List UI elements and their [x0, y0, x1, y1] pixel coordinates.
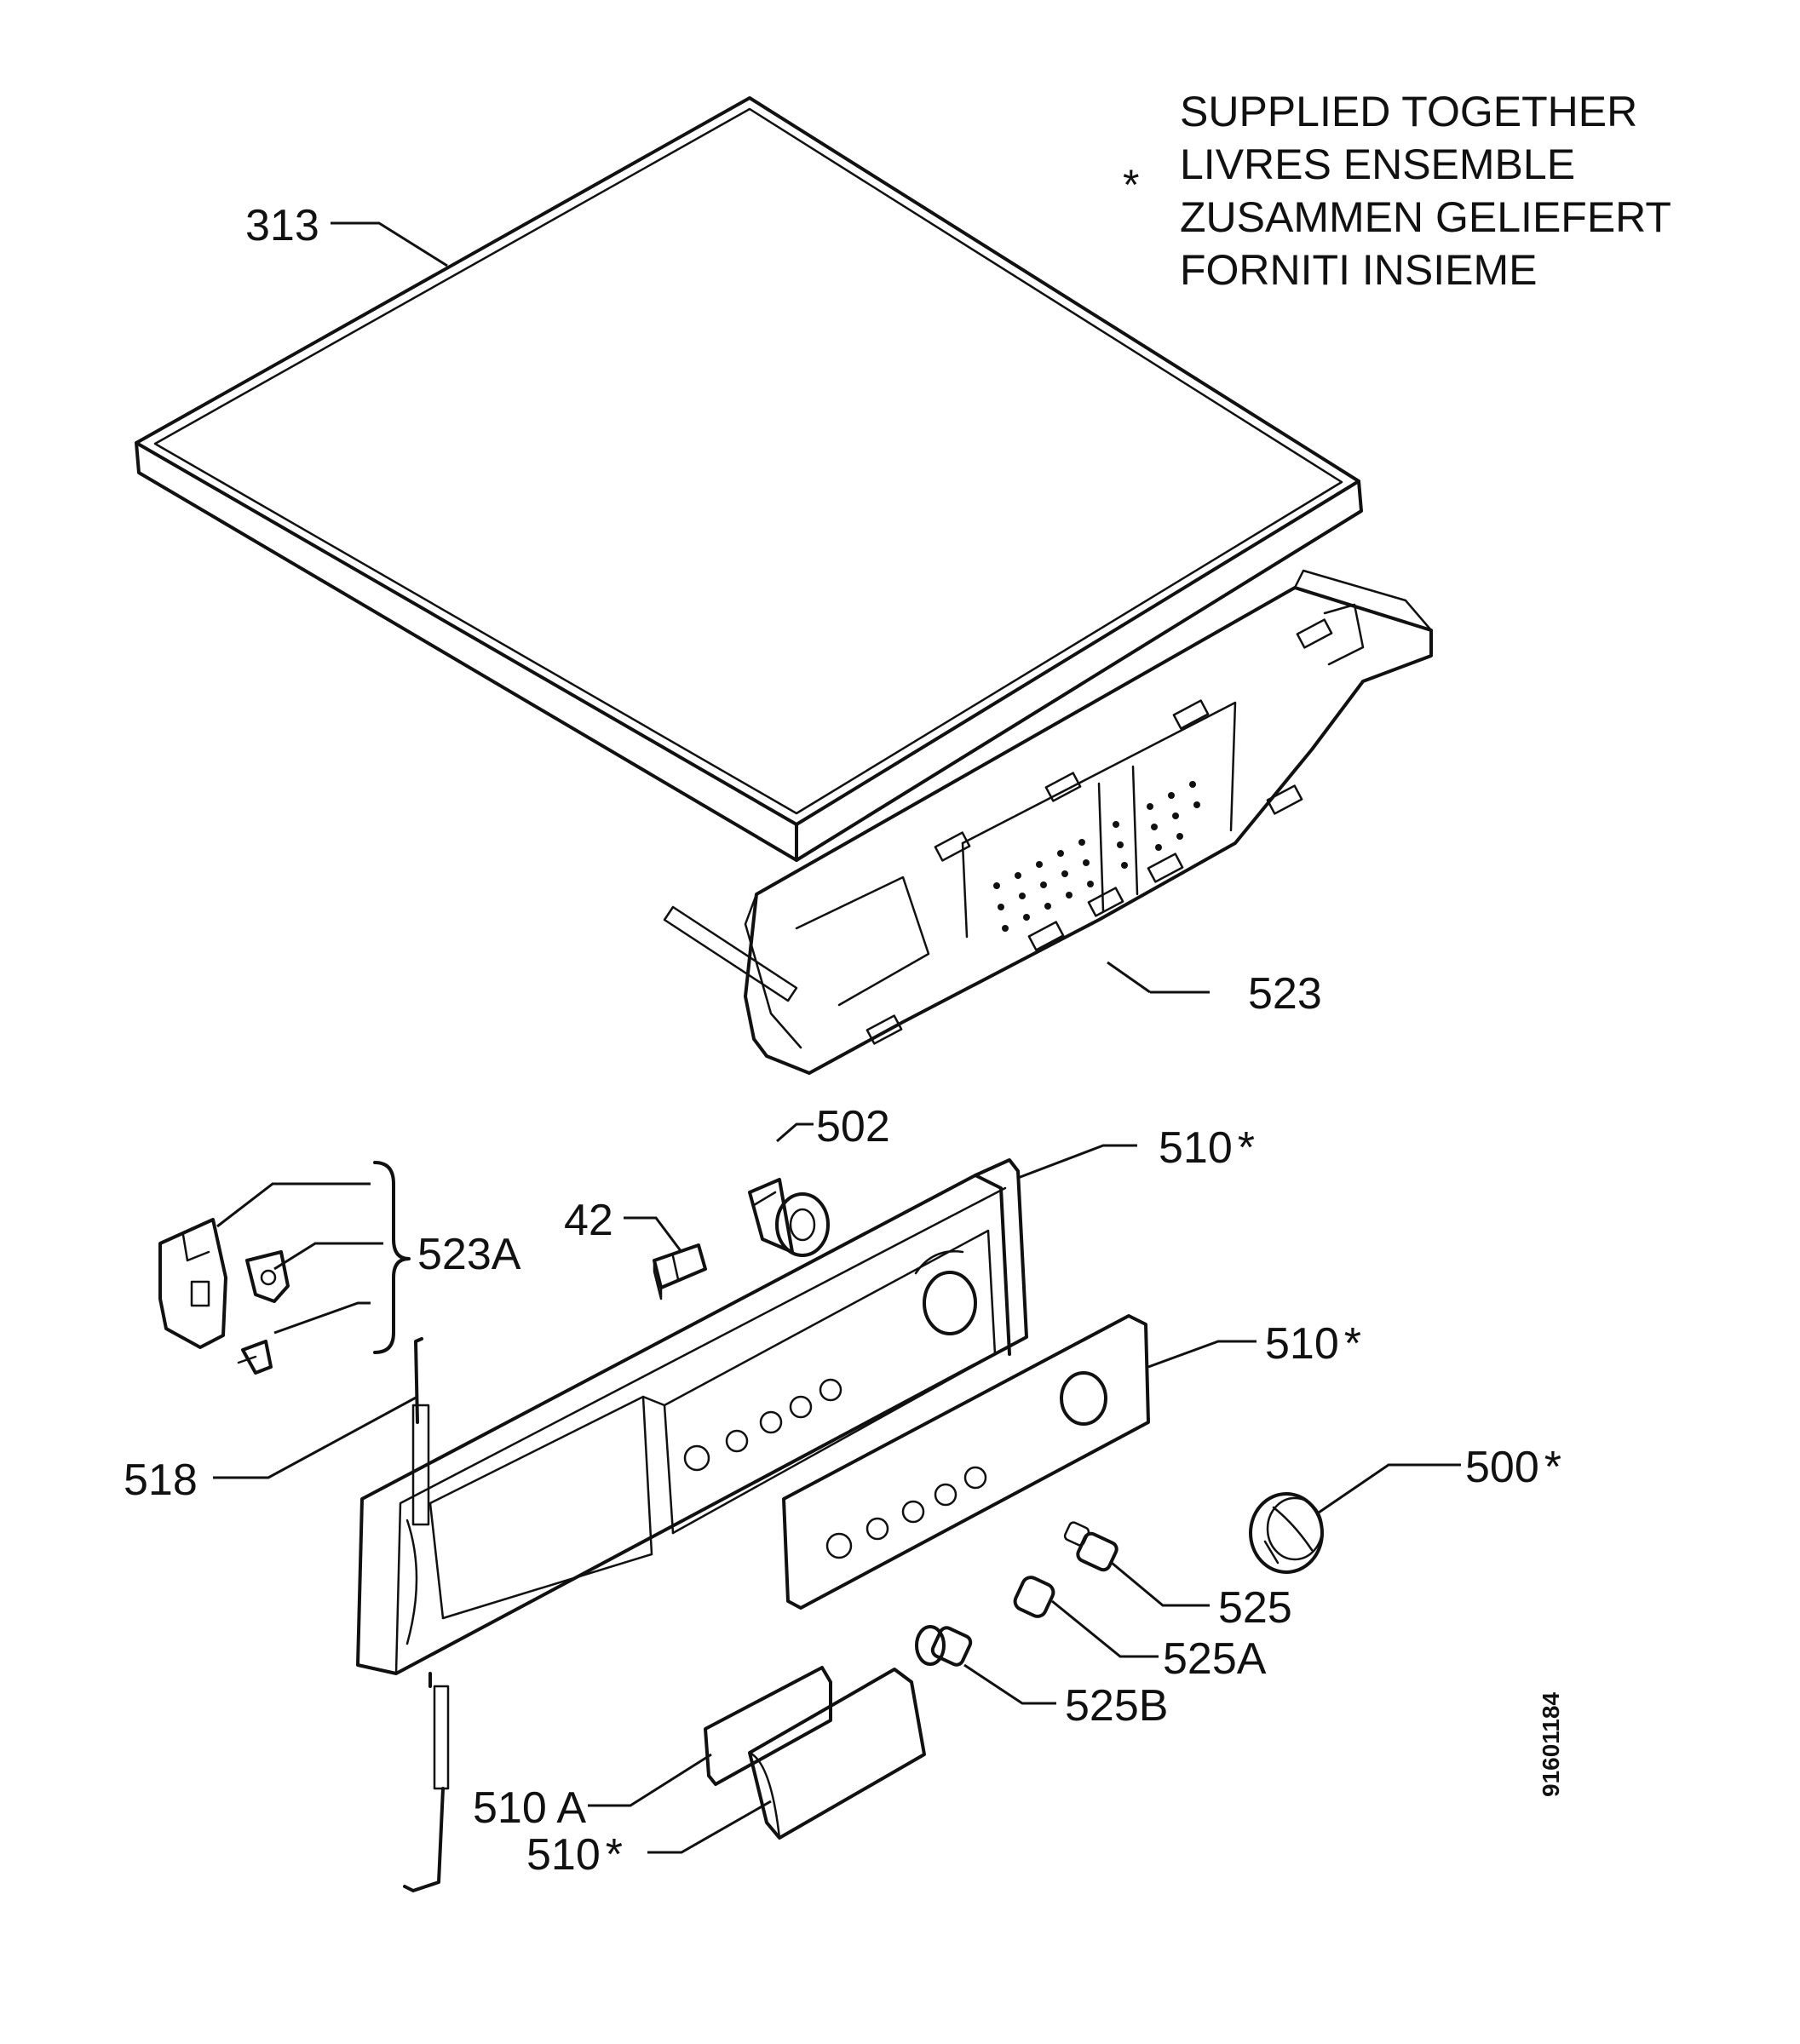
part-523a-door-lock-set: [158, 1218, 290, 1375]
note-line-4: FORNITI INSIEME: [1180, 246, 1537, 294]
label-518: 518: [124, 1455, 198, 1505]
part-525b-lamp-lens: [915, 1625, 973, 1667]
label-510a: 510 A: [473, 1783, 586, 1833]
part-523-panel-support: [663, 569, 1433, 1075]
part-502-lamp-holder: [748, 1178, 830, 1257]
supplied-together-note: * SUPPLIED TOGETHER LIVRES ENSEMBLE ZUSA…: [1123, 88, 1671, 294]
part-510-control-panel: [356, 1158, 1028, 1675]
label-525: 525: [1218, 1583, 1292, 1633]
label-510-panel: 510*: [1159, 1123, 1255, 1173]
part-525-button-shaft: [1063, 1521, 1119, 1572]
part-313-worktop: [135, 96, 1363, 862]
note-line-3: ZUSAMMEN GELIEFERT: [1180, 193, 1671, 241]
label-523a: 523A: [417, 1230, 521, 1279]
leader-lines: [213, 221, 1461, 1854]
part-510-handle: [748, 1668, 926, 1840]
part-525a-button: [1013, 1576, 1055, 1618]
label-500: 500*: [1465, 1443, 1561, 1492]
note-line-1: SUPPLIED TOGETHER: [1180, 88, 1637, 135]
vent-holes: [993, 781, 1200, 932]
label-502: 502: [816, 1102, 890, 1151]
part-510-decor-panel: [782, 1314, 1150, 1610]
note-line-2: LIVRES ENSEMBLE: [1180, 141, 1575, 188]
part-42-switch: [653, 1243, 707, 1300]
label-42: 42: [564, 1196, 613, 1245]
document-id: 91601184: [1538, 1692, 1564, 1797]
part-510a-insert: [704, 1666, 832, 1786]
part-500-knob: [1249, 1492, 1324, 1574]
label-313: 313: [245, 201, 319, 250]
label-523: 523: [1248, 969, 1322, 1019]
part-518-rod: [403, 1337, 450, 1892]
label-525b: 525B: [1065, 1681, 1168, 1731]
label-525a: 525A: [1163, 1634, 1267, 1684]
note-asterisk: *: [1123, 161, 1139, 209]
bracket-523a: [373, 1161, 411, 1354]
label-510-decor: 510*: [1265, 1319, 1361, 1369]
label-510-handle: 510*: [526, 1830, 623, 1880]
